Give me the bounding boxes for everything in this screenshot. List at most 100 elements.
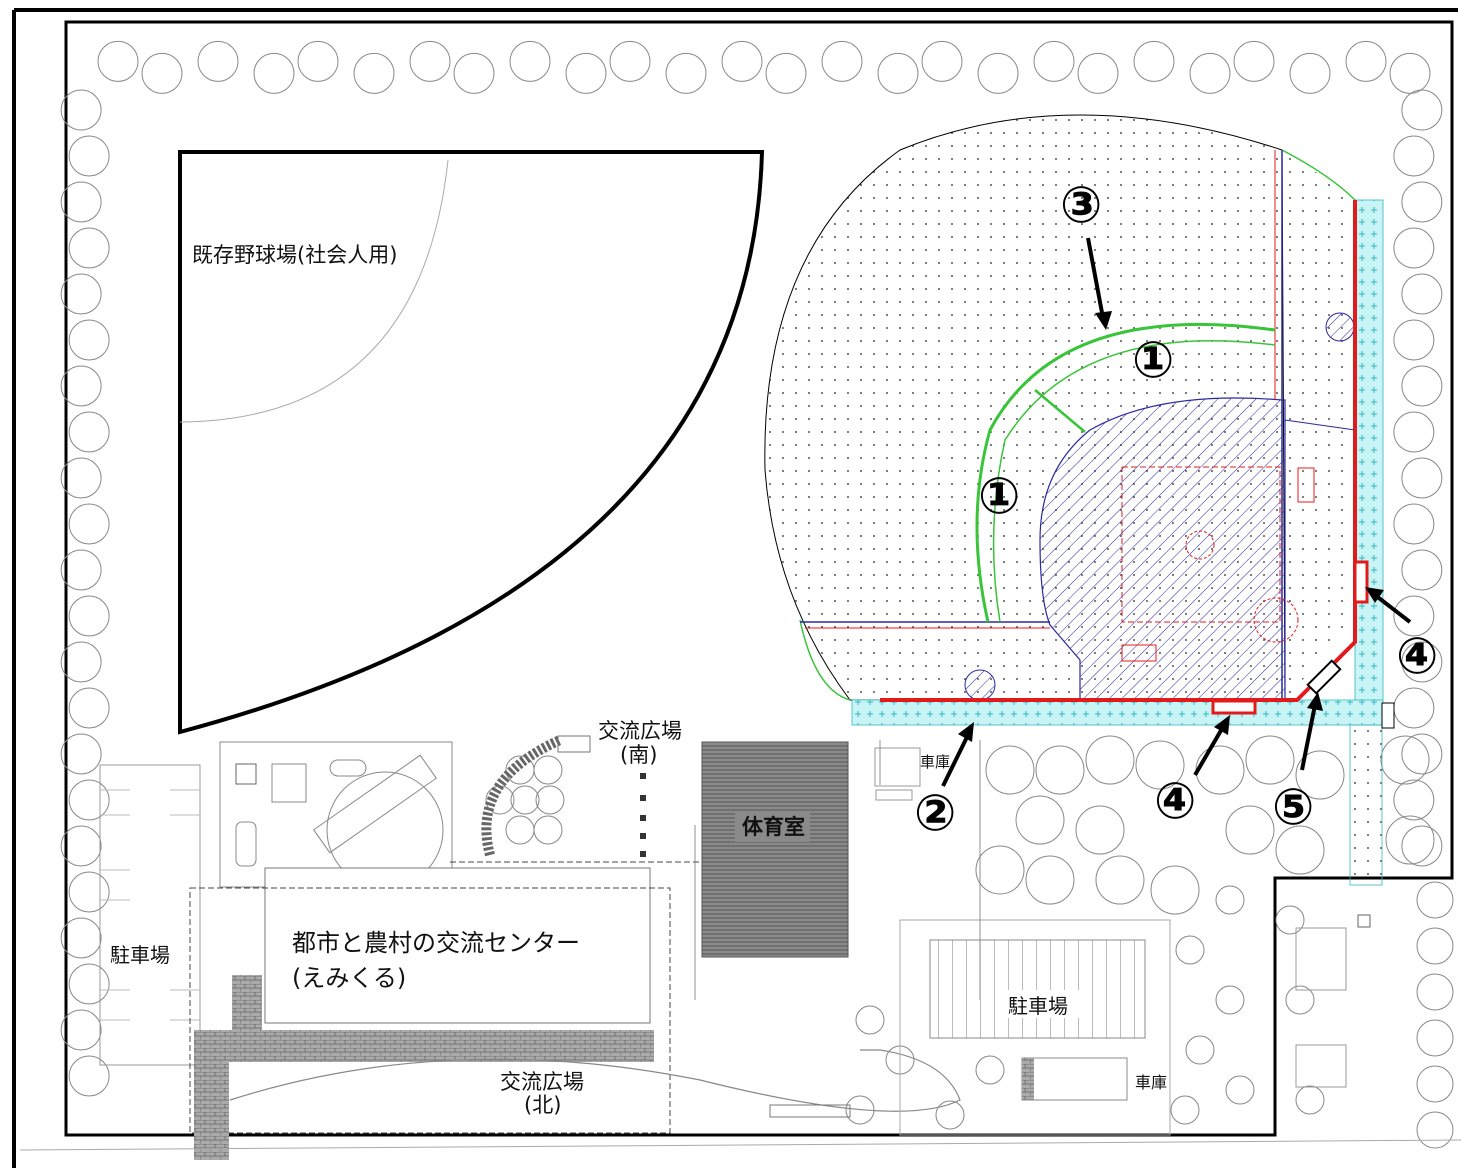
gate-box xyxy=(1381,702,1395,729)
tree-symbol xyxy=(1135,740,1185,790)
tree-symbol xyxy=(1170,1095,1200,1125)
label-parking-east: 駐車場 xyxy=(1008,994,1068,1018)
plaza-north-path xyxy=(229,1049,961,1112)
tree-symbol xyxy=(1416,927,1454,965)
tree-symbol xyxy=(297,40,339,82)
tree-symbol xyxy=(565,52,607,94)
tree-symbol xyxy=(1085,735,1135,785)
marker-5: ⑤ xyxy=(1272,778,1314,836)
tree-symbol xyxy=(1393,319,1435,361)
marker-1-upper: ① xyxy=(1132,331,1174,389)
cyan-strip-vertical xyxy=(1349,724,1383,886)
plaza-north-box xyxy=(769,1104,851,1118)
tree-symbol xyxy=(1393,687,1435,729)
infield-diamond xyxy=(1121,466,1281,623)
tree-symbol xyxy=(60,641,102,683)
drawing-frame xyxy=(12,8,1458,1168)
tree-symbol xyxy=(1389,52,1431,94)
playground-box-1 xyxy=(235,763,257,785)
infield-hatched xyxy=(1039,397,1286,701)
plaza-south-path xyxy=(481,735,563,857)
tree-symbol xyxy=(253,52,295,94)
tree-symbol xyxy=(821,40,863,82)
tree-symbol xyxy=(1033,40,1075,82)
dimension-marks xyxy=(694,740,981,1000)
east-parking-outline xyxy=(899,919,1171,1136)
tree-symbol xyxy=(60,917,102,959)
drain-circle-1 xyxy=(1325,312,1355,342)
bullpen-right xyxy=(1297,467,1315,503)
garage-top xyxy=(874,747,921,787)
tree-symbol xyxy=(509,40,551,82)
tree-symbol xyxy=(1416,1019,1454,1057)
tree-symbol xyxy=(921,40,963,82)
marker-2: ② xyxy=(914,784,956,842)
annex-building-1 xyxy=(1295,927,1347,991)
tree-symbol xyxy=(609,40,651,82)
marker-1-lower: ① xyxy=(978,467,1020,525)
tree-symbol xyxy=(1401,89,1443,131)
tree-symbol xyxy=(1095,855,1145,905)
center-brick-left xyxy=(194,1030,229,1160)
tree-symbol xyxy=(721,40,763,82)
tree-symbol xyxy=(855,1005,885,1035)
tree-symbol xyxy=(1393,779,1435,821)
tree-symbol xyxy=(975,845,1025,895)
green-divider xyxy=(1034,389,1086,433)
label-plaza-south-1: 交流広場 xyxy=(598,719,682,743)
gate-red-right xyxy=(1353,560,1369,604)
playground-box-4 xyxy=(235,821,257,867)
annex-box xyxy=(1357,914,1371,928)
tree-symbol xyxy=(1275,825,1325,875)
garage-bottom xyxy=(1021,1057,1128,1101)
tree-symbol xyxy=(1215,885,1245,915)
east-parking xyxy=(929,939,1146,1039)
tree-symbol xyxy=(353,52,395,94)
tree-symbol xyxy=(1393,135,1435,177)
callout-arrows xyxy=(941,237,1412,787)
tree-symbol xyxy=(1225,805,1275,855)
tree-symbol xyxy=(1285,985,1315,1015)
playground-box-3 xyxy=(329,759,367,777)
road-line xyxy=(19,1139,1461,1151)
tree-symbol xyxy=(665,52,707,94)
marker-4-right: ④ xyxy=(1396,627,1438,685)
cyan-strip-bottom xyxy=(851,699,1384,726)
tree-symbol xyxy=(1025,855,1075,905)
tree-symbol xyxy=(60,89,102,131)
playground-slide xyxy=(313,754,437,854)
tree-symbol xyxy=(1150,865,1200,915)
tree-symbol xyxy=(1295,1085,1325,1115)
tree-symbol xyxy=(1393,503,1435,545)
tree-symbol xyxy=(1401,365,1443,407)
tree-symbol xyxy=(1416,881,1454,919)
tree-symbol xyxy=(1416,1065,1454,1103)
label-plaza-south-2: (南) xyxy=(620,743,657,767)
tree-symbol xyxy=(1275,905,1305,935)
tree-symbol xyxy=(97,40,139,82)
tree-symbol xyxy=(68,135,110,177)
gate-diagonal xyxy=(1306,659,1342,695)
tree-symbol xyxy=(1289,52,1331,94)
existing-field-infield-arc xyxy=(179,159,449,423)
tree-symbol xyxy=(1401,641,1443,683)
tree-symbol xyxy=(533,815,563,845)
label-center-2: (えみくる) xyxy=(292,964,406,992)
center-dashed-outline xyxy=(189,887,671,1134)
tree-symbol xyxy=(1015,795,1065,845)
cyan-strip-right xyxy=(1354,199,1384,726)
tree-symbol xyxy=(1175,935,1205,965)
tree-symbol xyxy=(1401,733,1443,775)
tree-symbol xyxy=(1185,1035,1215,1065)
tree-symbol xyxy=(1189,52,1231,94)
tree-symbol xyxy=(935,1100,965,1130)
annex-building-2 xyxy=(1295,1044,1347,1088)
tree-symbol xyxy=(60,825,102,867)
west-parking-stalls xyxy=(100,789,200,1021)
tree-symbol xyxy=(141,52,183,94)
label-garage-top: 車庫 xyxy=(920,753,950,771)
plaza-south-box xyxy=(557,735,591,753)
tree-symbol xyxy=(1195,745,1245,795)
tree-symbol xyxy=(1393,595,1435,637)
